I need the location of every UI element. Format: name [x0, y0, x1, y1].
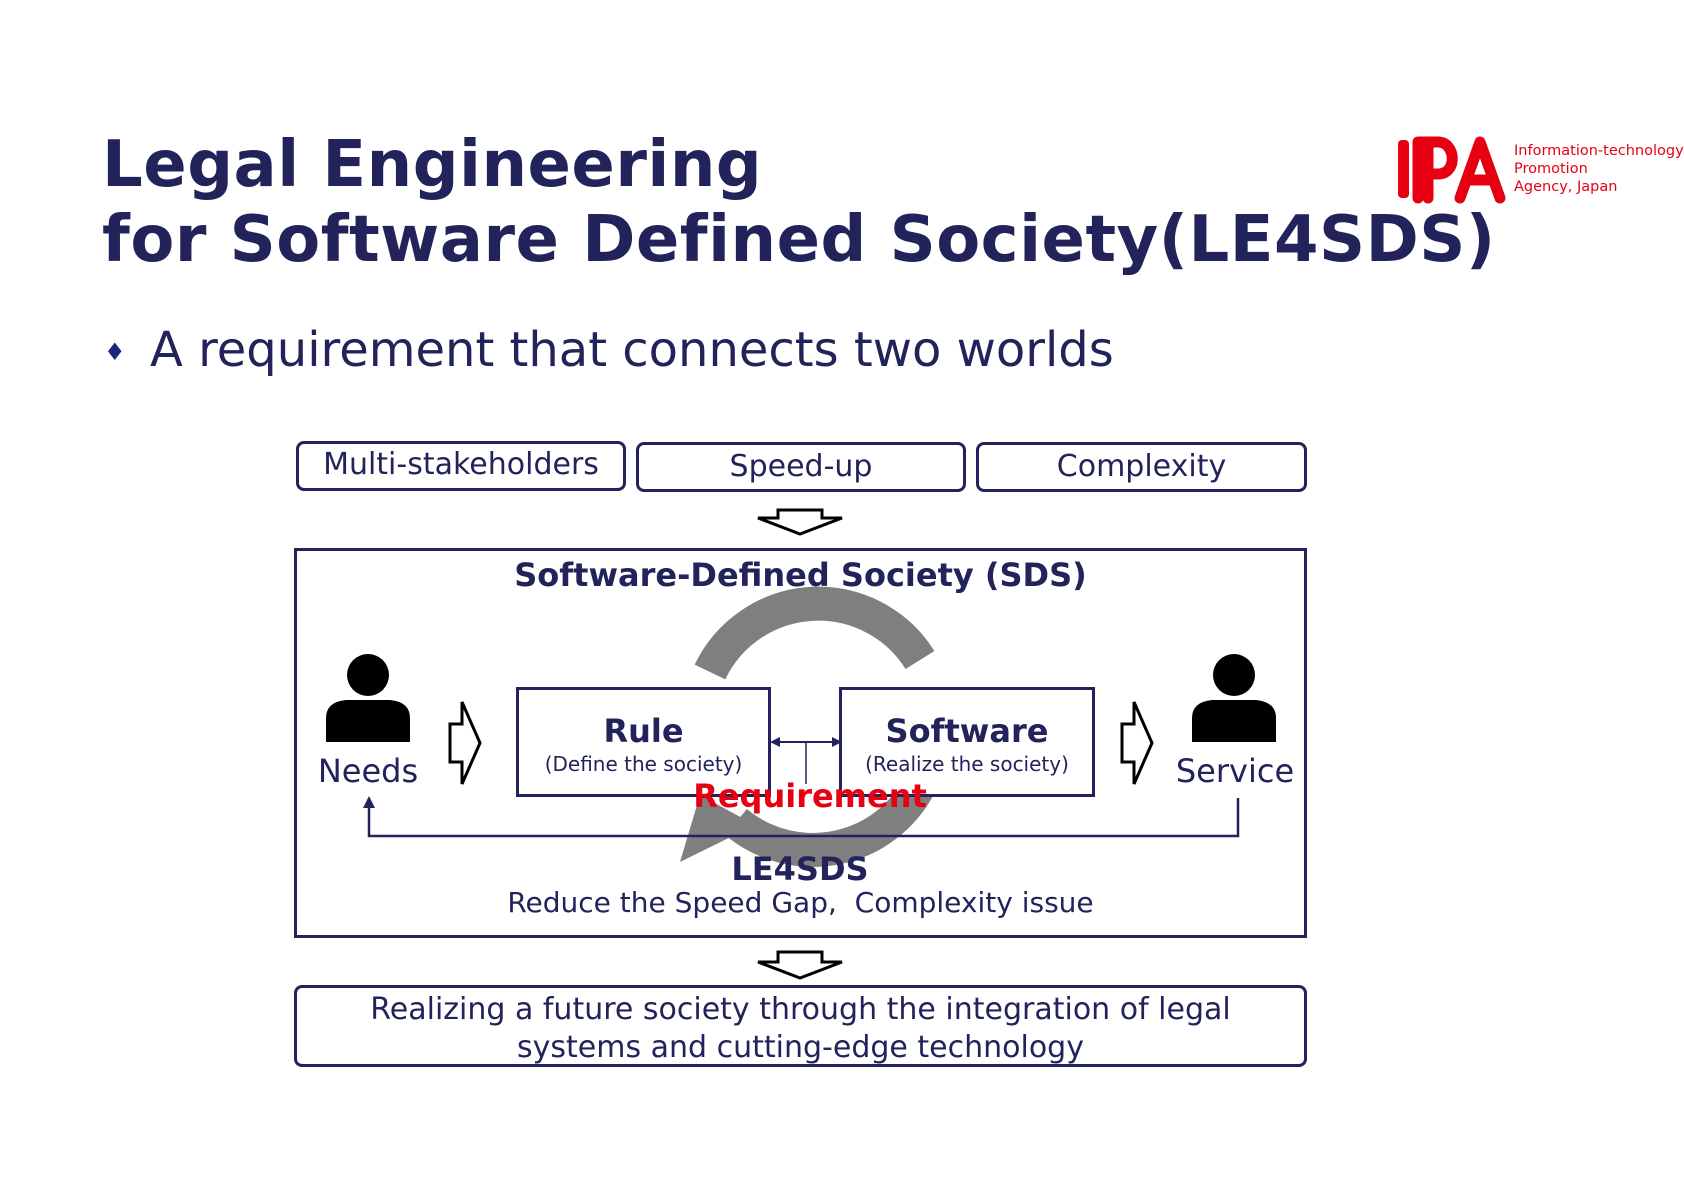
page-title: Legal Engineering for Software Defined S… [102, 128, 1496, 278]
sds-title: Software-Defined Society (SDS) [514, 556, 1087, 594]
down-arrow-icon [757, 508, 843, 536]
person-icon [326, 654, 410, 742]
requirement-label: Requirement [693, 777, 927, 815]
software-box: Software (Realize the society) [839, 687, 1095, 797]
driver-label: Speed-up [729, 449, 873, 484]
ipa-logo-caption: Information-technology Promotion Agency,… [1514, 142, 1684, 196]
gap-text: Reduce the Speed Gap, Complexity issue [507, 886, 1094, 919]
rule-box: Rule (Define the society) [516, 687, 771, 797]
software-subtitle: (Realize the society) [865, 752, 1069, 776]
le4sds-label: LE4SDS [731, 850, 869, 888]
bidirectional-arrow-icon [770, 737, 842, 784]
title-line-1: Legal Engineering [102, 128, 763, 202]
outcome-line-2: systems and cutting-edge technology [517, 1030, 1084, 1065]
diamond-bullet-icon: ♦ [104, 338, 126, 366]
title-line-2: for Software Defined Society(LE4SDS) [102, 203, 1496, 277]
rule-subtitle: (Define the society) [544, 752, 743, 776]
right-arrow-icon [448, 701, 482, 785]
sds-container [294, 548, 1307, 938]
outcome-line-1: Realizing a future society through the i… [370, 992, 1231, 1027]
cycle-arrow-icon [680, 586, 938, 867]
logo-caption-line-1: Information-technology [1514, 143, 1684, 159]
logo-caption-line-2: Promotion [1514, 161, 1588, 177]
driver-box-multi-stakeholders: Multi-stakeholders [296, 441, 626, 491]
logo-caption-line-3: Agency, Japan [1514, 179, 1618, 195]
ipa-logo-mark-icon [1398, 136, 1506, 204]
ipa-logo [1394, 134, 1514, 204]
driver-box-complexity: Complexity [976, 442, 1307, 492]
needs-label: Needs [317, 752, 419, 790]
feedback-arrow-icon [363, 796, 1240, 838]
bullet-text: A requirement that connects two worlds [150, 322, 1114, 378]
rule-title: Rule [603, 712, 684, 750]
person-icon [1192, 654, 1276, 742]
driver-box-speed-up: Speed-up [636, 442, 966, 492]
outcome-box: Realizing a future society through the i… [294, 985, 1307, 1067]
right-arrow-icon [1120, 701, 1154, 785]
driver-label: Complexity [1056, 449, 1227, 484]
down-arrow-icon [757, 950, 843, 980]
driver-label: Multi-stakeholders [323, 447, 599, 482]
service-label: Service [1175, 752, 1295, 790]
software-title: Software [885, 712, 1049, 750]
